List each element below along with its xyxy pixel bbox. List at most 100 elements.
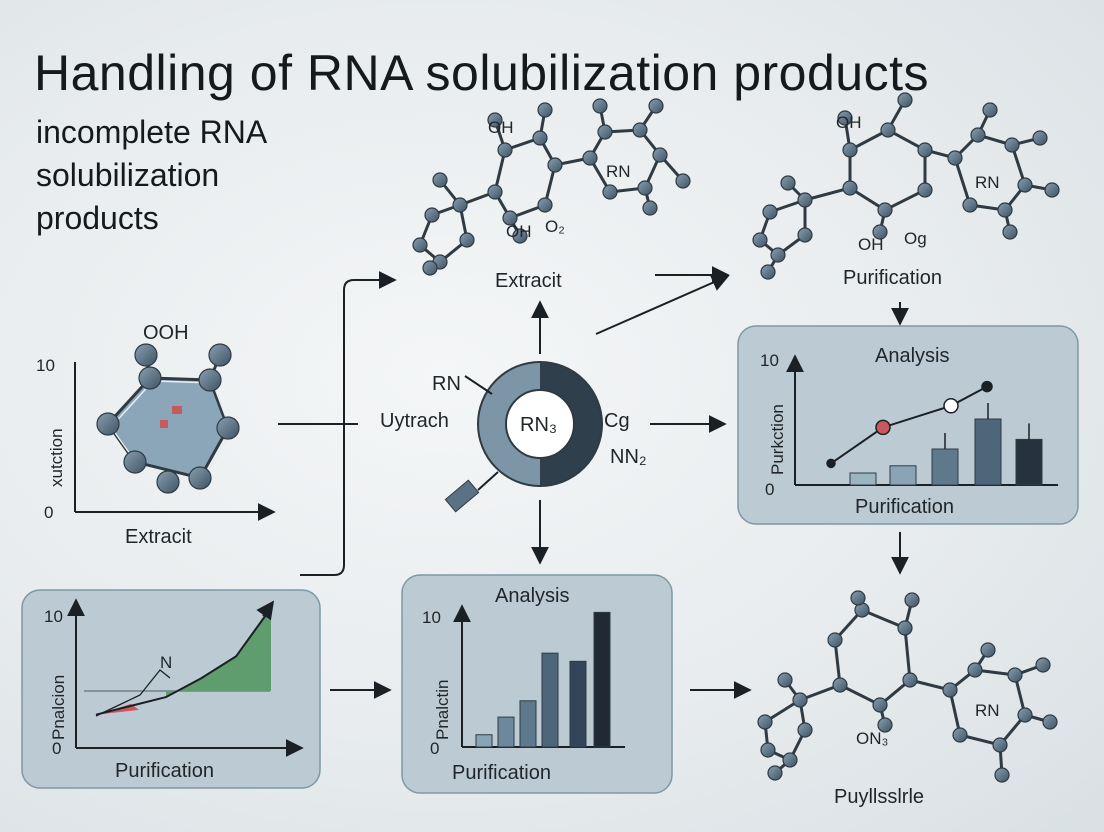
page-title: Handling of RNA solubilization products <box>34 45 929 101</box>
subtitle-line-1: incomplete RNA <box>36 114 268 150</box>
top-center-label-o2: O₂ <box>545 217 565 236</box>
atom <box>432 172 448 188</box>
atom <box>902 672 918 688</box>
subtitle-line-3: products <box>36 200 159 236</box>
atom <box>877 202 893 218</box>
atom <box>872 224 888 240</box>
atom <box>832 677 848 693</box>
bottom-right-label-rn: RN <box>975 701 1000 720</box>
bar <box>519 700 537 748</box>
atom <box>96 412 120 436</box>
molecule-top-right: OH RN OH Og <box>752 92 1060 280</box>
atom <box>1002 224 1018 240</box>
atom <box>156 470 180 494</box>
atom <box>1017 177 1033 193</box>
top-center-label-oh-2: OH <box>506 222 532 241</box>
area-curve <box>95 607 272 716</box>
panel-left-tick-10: 10 <box>44 607 63 626</box>
secondary-curve <box>95 669 171 717</box>
top-right-caption: Purification <box>843 267 942 289</box>
left-plot-y-label: xutction <box>47 428 66 487</box>
atom <box>459 232 475 248</box>
line-point <box>981 380 993 393</box>
ring-center-label: RN₃ <box>520 414 557 436</box>
atom <box>760 742 776 758</box>
bar <box>974 418 1002 486</box>
atom <box>597 124 613 140</box>
atom <box>424 207 440 223</box>
atom <box>208 343 232 367</box>
atom <box>134 343 158 367</box>
atom <box>648 98 664 114</box>
atom <box>767 765 783 781</box>
atom <box>982 102 998 118</box>
panel-left-y-label: Pnalcion <box>49 675 68 740</box>
atom <box>1032 130 1048 146</box>
top-right-label-oh-2: OH <box>858 235 884 254</box>
bar <box>593 611 611 748</box>
atom <box>760 264 776 280</box>
atom <box>780 175 796 191</box>
bar <box>1015 438 1043 486</box>
panel-right-x-label: Purification <box>855 496 954 518</box>
atom <box>537 102 553 118</box>
atom <box>897 620 913 636</box>
atom <box>1035 657 1051 673</box>
panel-area-left: 10 0 Pnalcion Purification N <box>21 589 321 789</box>
panel-right-tick-0: 0 <box>765 480 774 499</box>
atom <box>970 127 986 143</box>
flow-arrows <box>278 266 909 699</box>
ring-label-nn2: NN₂ <box>610 446 647 468</box>
panel-left-tick-0: 0 <box>52 739 61 758</box>
atom <box>782 752 798 768</box>
atom <box>952 727 968 743</box>
area-fill <box>166 608 271 698</box>
atom <box>770 247 786 263</box>
atom <box>602 184 618 200</box>
atom <box>994 767 1010 783</box>
atom <box>792 692 808 708</box>
atom <box>757 714 773 730</box>
atom <box>188 466 212 490</box>
panel-right-tick-10: 10 <box>760 351 779 370</box>
atom <box>837 110 853 126</box>
atom <box>904 592 920 608</box>
panel-center-tick-0: 0 <box>430 739 439 758</box>
atom <box>797 192 813 208</box>
left-plot-x-label: Extracit <box>125 526 192 548</box>
bar <box>849 472 877 486</box>
top-center-label-rn: RN <box>606 162 631 181</box>
atom <box>877 717 893 733</box>
atom <box>777 672 793 688</box>
atom <box>422 260 438 276</box>
atom <box>1004 137 1020 153</box>
atom <box>762 204 778 220</box>
bottom-right-caption: Puyllsslrle <box>834 786 924 808</box>
line-point <box>875 419 891 436</box>
atom <box>980 642 996 658</box>
ring-label-uytrach: Uytrach <box>380 410 449 432</box>
atom <box>752 232 768 248</box>
atom <box>412 237 428 253</box>
ring-label-cg: Cg <box>604 410 630 432</box>
panel-left-curve-label: N <box>160 653 172 672</box>
bar <box>497 716 515 748</box>
bar <box>569 660 587 748</box>
ring-diagram: RN₃ RN Uytrach Cg NN₂ <box>380 361 647 513</box>
left-plot-tick-10: 10 <box>36 356 55 375</box>
area-arrow <box>256 600 275 621</box>
atom <box>452 197 468 213</box>
atom <box>1044 182 1060 198</box>
atom <box>582 150 598 166</box>
atom <box>198 368 222 392</box>
atom <box>632 122 648 138</box>
atom <box>872 697 888 713</box>
molecule-bottom-right: ON₃ RN <box>757 590 1058 783</box>
atom <box>652 147 668 163</box>
line-point <box>826 458 836 469</box>
top-right-label-oh-1: OH <box>836 113 862 132</box>
atom <box>917 142 933 158</box>
left-molecule-label: OOH <box>143 322 189 344</box>
atom <box>642 200 658 216</box>
atom <box>1007 667 1023 683</box>
